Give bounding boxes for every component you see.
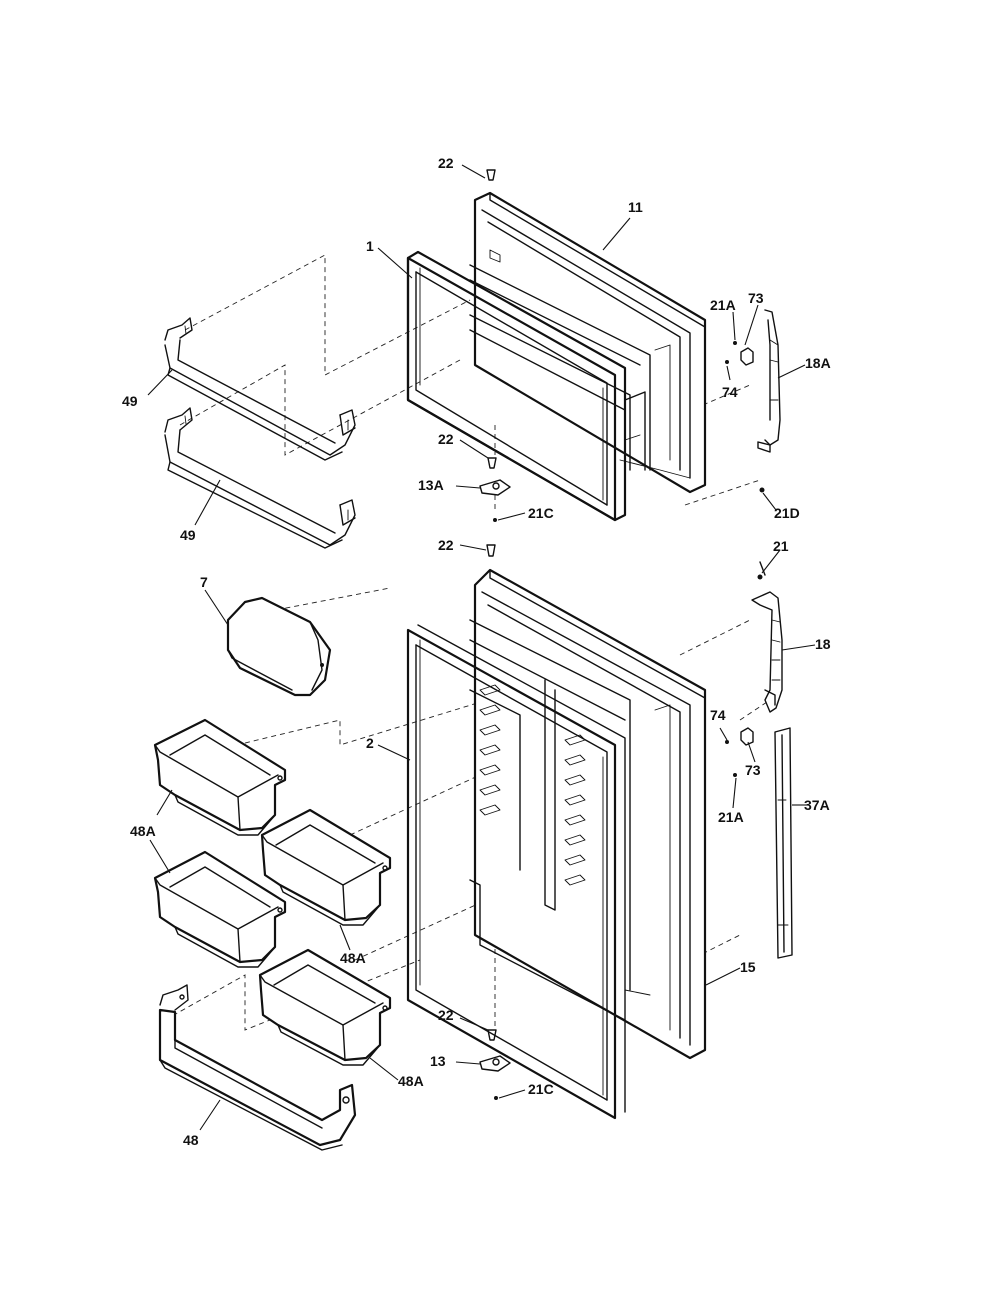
freezer-small-parts [479,169,765,522]
hinge-screw-22-mid [487,457,497,469]
freezer-door-shelf-49-upper [164,317,356,461]
screw-21C-lower [494,1096,498,1100]
label-73-bottom: 73 [745,762,761,778]
fresh-food-small-parts [479,544,754,1100]
label-49-lower: 49 [180,527,196,543]
part-labels: 22 11 1 49 49 21A 73 74 18A 22 13A 21C 2… [122,155,831,1148]
label-21C-upper: 21C [528,505,554,521]
label-13: 13 [430,1053,446,1069]
label-48A-middle: 48A [340,950,366,966]
label-11: 11 [628,199,643,215]
label-18: 18 [815,636,831,652]
screw-21A-bottom [733,773,737,777]
label-21A-bottom: 21A [718,809,744,825]
label-21: 21 [773,538,789,554]
door-stop-73-top [740,347,754,366]
hinge-screw-22-bottom [487,1029,497,1041]
label-18A: 18A [805,355,831,371]
label-22-top: 22 [438,155,454,171]
label-48A-left: 48A [130,823,156,839]
hinge-13A [479,479,511,496]
door-shelf-48 [158,984,357,1151]
door-bin-48A-left [153,718,287,836]
label-74-top: 74 [722,384,738,400]
fresh-food-door-gasket-2 [406,624,626,1120]
door-stop-73-bottom [740,727,754,746]
label-37A: 37A [804,797,830,813]
label-22-fresh: 22 [438,537,454,553]
screw-21A-top [733,341,737,345]
screw-21 [759,561,766,576]
label-49-upper: 49 [122,393,138,409]
label-2: 2 [366,735,374,751]
trim-37A [774,727,793,959]
freezer-door-shelf-49-lower [164,407,356,549]
screw-74-bottom [725,740,729,744]
screw-21D [759,487,765,493]
label-21A-top: 21A [710,297,736,313]
screw-21C-upper [493,518,497,522]
top-screw-22 [486,169,496,181]
label-7: 7 [200,574,208,590]
label-15: 15 [740,959,756,975]
freezer-door-gasket-1 [406,250,627,522]
door-bin-48A-middle [260,808,392,926]
fresh-screw-22 [486,544,496,557]
dairy-door-7 [226,596,332,697]
label-73-top: 73 [748,290,764,306]
screw-74-top [725,360,729,364]
fresh-food-door-liner-15 [469,568,707,1060]
door-bin-48A-lower-right [258,948,392,1066]
label-48A-lower: 48A [398,1073,424,1089]
label-22-mid: 22 [438,431,454,447]
label-21D: 21D [774,505,800,521]
leader-lines [147,164,816,1131]
fresh-food-handle-18 [751,561,783,713]
freezer-handle-18A [757,309,781,453]
label-22-bottom: 22 [438,1007,454,1023]
hinge-13 [479,1055,511,1072]
label-74-bottom: 74 [710,707,726,723]
label-21C-lower: 21C [528,1081,554,1097]
label-13A: 13A [418,477,444,493]
door-bin-48A-lower-left [153,850,287,968]
label-1: 1 [366,238,374,254]
label-48: 48 [183,1132,199,1148]
freezer-door-liner-11 [469,191,707,494]
